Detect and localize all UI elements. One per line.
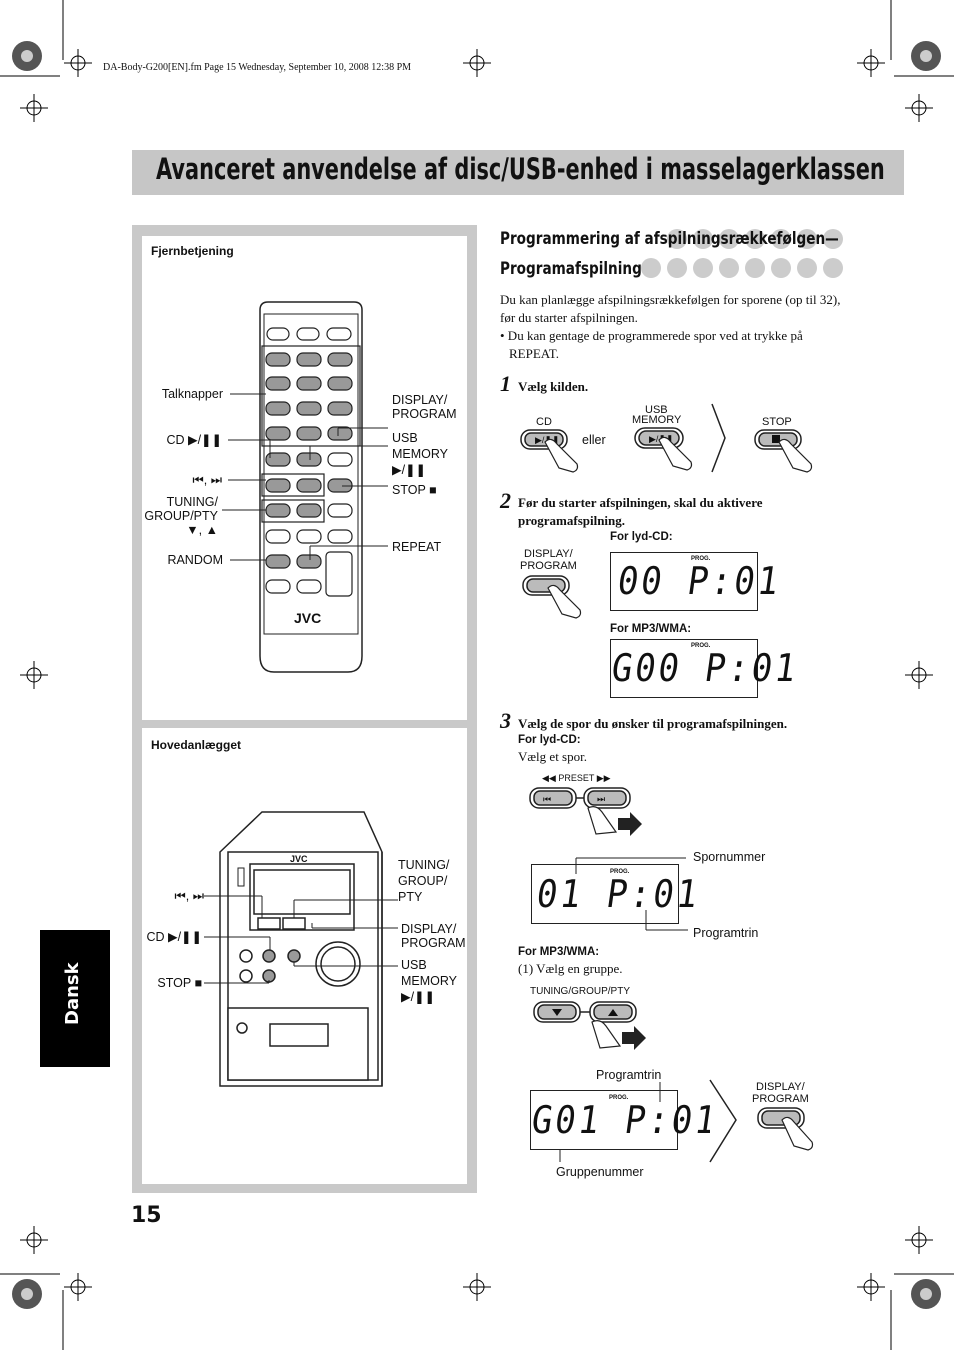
step-3-text: Vælg de spor du ønsker til programafspil… (518, 716, 788, 731)
main-label-display-2: PROGRAM (401, 936, 466, 950)
step-1-cd-label: CD (536, 416, 552, 428)
remote-label-tuning-3: ▼, ▲ (186, 523, 218, 537)
section-intro: Du kan planlægge afspilningsrækkefølgen … (500, 292, 841, 325)
svg-text:⏭: ⏭ (597, 794, 605, 804)
main-label-tuning-3: PTY (398, 890, 423, 904)
step-3-lcd-group: PROG. G01 P:01 (529, 1090, 721, 1150)
main-panel-label: Hovedanlægget (151, 738, 242, 752)
remote-label-number-keys: Talknapper (161, 387, 223, 401)
step-3-group-number-label: Gruppenummer (556, 1165, 644, 1179)
remote-label-usb-2: MEMORY (392, 447, 449, 461)
step-2-lcd-cd: PROG. 00 P:01 (610, 552, 784, 611)
step-3-arrow-and-display (709, 1079, 814, 1163)
section-bullet: • Du kan gentage de programmerede spor v… (500, 328, 803, 361)
page-title: Avanceret anvendelse af disc/USB-enhed i… (156, 152, 885, 186)
remote-label-display-1: DISPLAY/ (392, 393, 448, 407)
step-2-display-label-2: PROGRAM (520, 560, 577, 572)
step-3-display-label-2: PROGRAM (752, 1093, 809, 1105)
step-1-or: eller (582, 433, 606, 447)
step-1-usb-label-1: USB (645, 404, 668, 416)
step-2-for-cd: For lyd-CD: (610, 531, 673, 543)
main-label-display-1: DISPLAY/ (401, 922, 457, 936)
step-2-display-button (522, 575, 582, 619)
step-3-preset-label: ◀◀ PRESET ▶▶ (542, 773, 611, 783)
step-3-display-label-1: DISPLAY/ (756, 1081, 805, 1093)
title-bar (132, 150, 904, 195)
step-3-choose-track: Vælg et spor. (518, 749, 587, 764)
language-tab (40, 930, 110, 1067)
step-3-program-step-label: Programtrin (693, 926, 759, 940)
lcd-prog-indicator: PROG. (691, 643, 711, 649)
step-3-callout-lines (575, 857, 688, 931)
step-3-for-cd: For lyd-CD: (518, 734, 581, 746)
step-2-for-mp3: For MP3/WMA: (610, 623, 692, 635)
remote-label-tuning-2: GROUP/PTY (144, 509, 218, 523)
heading-decoration-dots (641, 229, 843, 278)
remote-panel-label: Fjernbetjening (151, 244, 234, 258)
main-label-stop: STOP ■ (157, 976, 202, 990)
main-label-usb-3: ▶/❚❚ (401, 990, 436, 1004)
step-3-preset-buttons: ⏮ ⏭ (529, 787, 642, 836)
step-2-number: 2 (500, 488, 511, 513)
remote-control-illustration: JVC (222, 301, 388, 673)
remote-label-usb-1: USB (392, 431, 418, 445)
main-unit-illustration: JVC (204, 811, 398, 1087)
step-2-lcd-mp3: PROG. G00 P:01 (609, 639, 801, 698)
step-3-number: 3 (500, 708, 511, 733)
lcd-cd-readout: 00 P:01 (614, 559, 785, 603)
step-3-choose-group: (1) Vælg en gruppe. (518, 961, 623, 976)
step-2-display-label-1: DISPLAY/ (524, 548, 573, 560)
lcd-mp3-readout: G00 P:01 (608, 646, 802, 690)
main-label-skip: ⏮, ⏭ (174, 889, 204, 903)
svg-text:⏮: ⏮ (543, 794, 551, 804)
step-1-illustration: ▶/❚❚ ▶/❚❚ (520, 403, 813, 473)
remote-label-usb-3: ▶/❚❚ (392, 463, 427, 477)
step-3-track-number-label: Spornummer (693, 850, 766, 864)
section-heading-line2: Programafspilning (500, 259, 642, 279)
section-heading-line1: Programmering af afspilningsrækkefølgen— (500, 229, 839, 249)
main-label-tuning-1: TUNING/ (398, 858, 450, 872)
step-3-lcd-track: PROG. 01 P:01 (531, 864, 703, 924)
lcd-prog-indicator: PROG. (609, 1095, 629, 1101)
step-3-tuning-label: TUNING/GROUP/PTY (530, 986, 631, 997)
lcd-prog-indicator: PROG. (691, 556, 711, 562)
remote-label-random: RANDOM (167, 553, 223, 567)
main-label-usb-1: USB (401, 958, 427, 972)
step-3-for-mp3: For MP3/WMA: (518, 946, 600, 958)
step-3-group-callouts (559, 1082, 661, 1162)
step-3-tuning-buttons (533, 1001, 646, 1050)
remote-label-skip: ⏮, ⏭ (192, 473, 222, 487)
main-unit-brand: JVC (290, 854, 308, 864)
file-info: DA-Body-G200[EN].fm Page 15 Wednesday, S… (103, 62, 412, 73)
remote-brand: JVC (294, 610, 321, 626)
step-1-stop-label: STOP (762, 416, 792, 428)
step-1-text: Vælg kilden. (518, 379, 589, 394)
main-label-usb-2: MEMORY (401, 974, 458, 988)
page-number: 15 (131, 1203, 162, 1228)
main-label-cd-play: CD ▶/❚❚ (146, 930, 202, 944)
remote-label-stop: STOP ■ (392, 483, 437, 497)
step-3-program-step-label-2: Programtrin (596, 1068, 662, 1082)
language-tab-label: Dansk (62, 962, 83, 1025)
remote-label-tuning-1: TUNING/ (166, 495, 218, 509)
remote-label-repeat: REPEAT (392, 540, 442, 554)
step-2-text: Før du starter afspilningen, skal du akt… (518, 495, 763, 528)
remote-label-cd-play: CD ▶/❚❚ (166, 433, 222, 447)
remote-label-display-2: PROGRAM (392, 407, 457, 421)
step-1-usb-label-2: MEMORY (632, 414, 682, 426)
step-1-number: 1 (500, 371, 511, 396)
main-label-tuning-2: GROUP/ (398, 874, 448, 888)
lcd-prog-indicator: PROG. (610, 869, 630, 875)
